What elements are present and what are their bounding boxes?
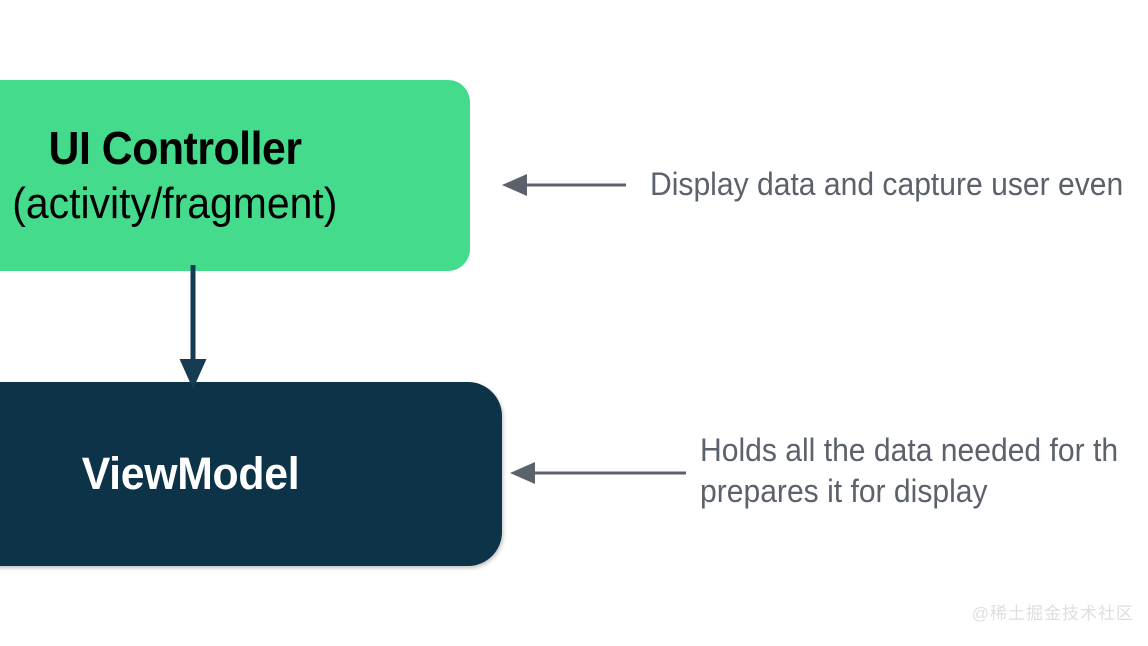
annotation-viewmodel: Holds all the data needed for th prepare… xyxy=(700,430,1118,512)
annotation-line: Display data and capture user even xyxy=(650,166,1124,202)
node-ui-controller[interactable]: UI Controller (activity/fragment) xyxy=(0,80,470,271)
arrow-left-icon xyxy=(502,174,626,196)
node-ui-controller-title: UI Controller xyxy=(48,122,302,175)
annotation-ui-controller: Display data and capture user even xyxy=(650,164,1123,205)
annotation-line: prepares it for display xyxy=(700,473,988,509)
watermark: @稀土掘金技术社区 xyxy=(971,604,1134,623)
node-ui-controller-subtitle: (activity/fragment) xyxy=(12,178,338,228)
node-viewmodel[interactable]: ViewModel xyxy=(0,382,502,566)
annotation-line: Holds all the data needed for th xyxy=(700,432,1119,468)
node-viewmodel-title: ViewModel xyxy=(82,448,300,499)
arrow-left-icon xyxy=(510,462,686,484)
arrow-down-icon xyxy=(179,265,207,389)
